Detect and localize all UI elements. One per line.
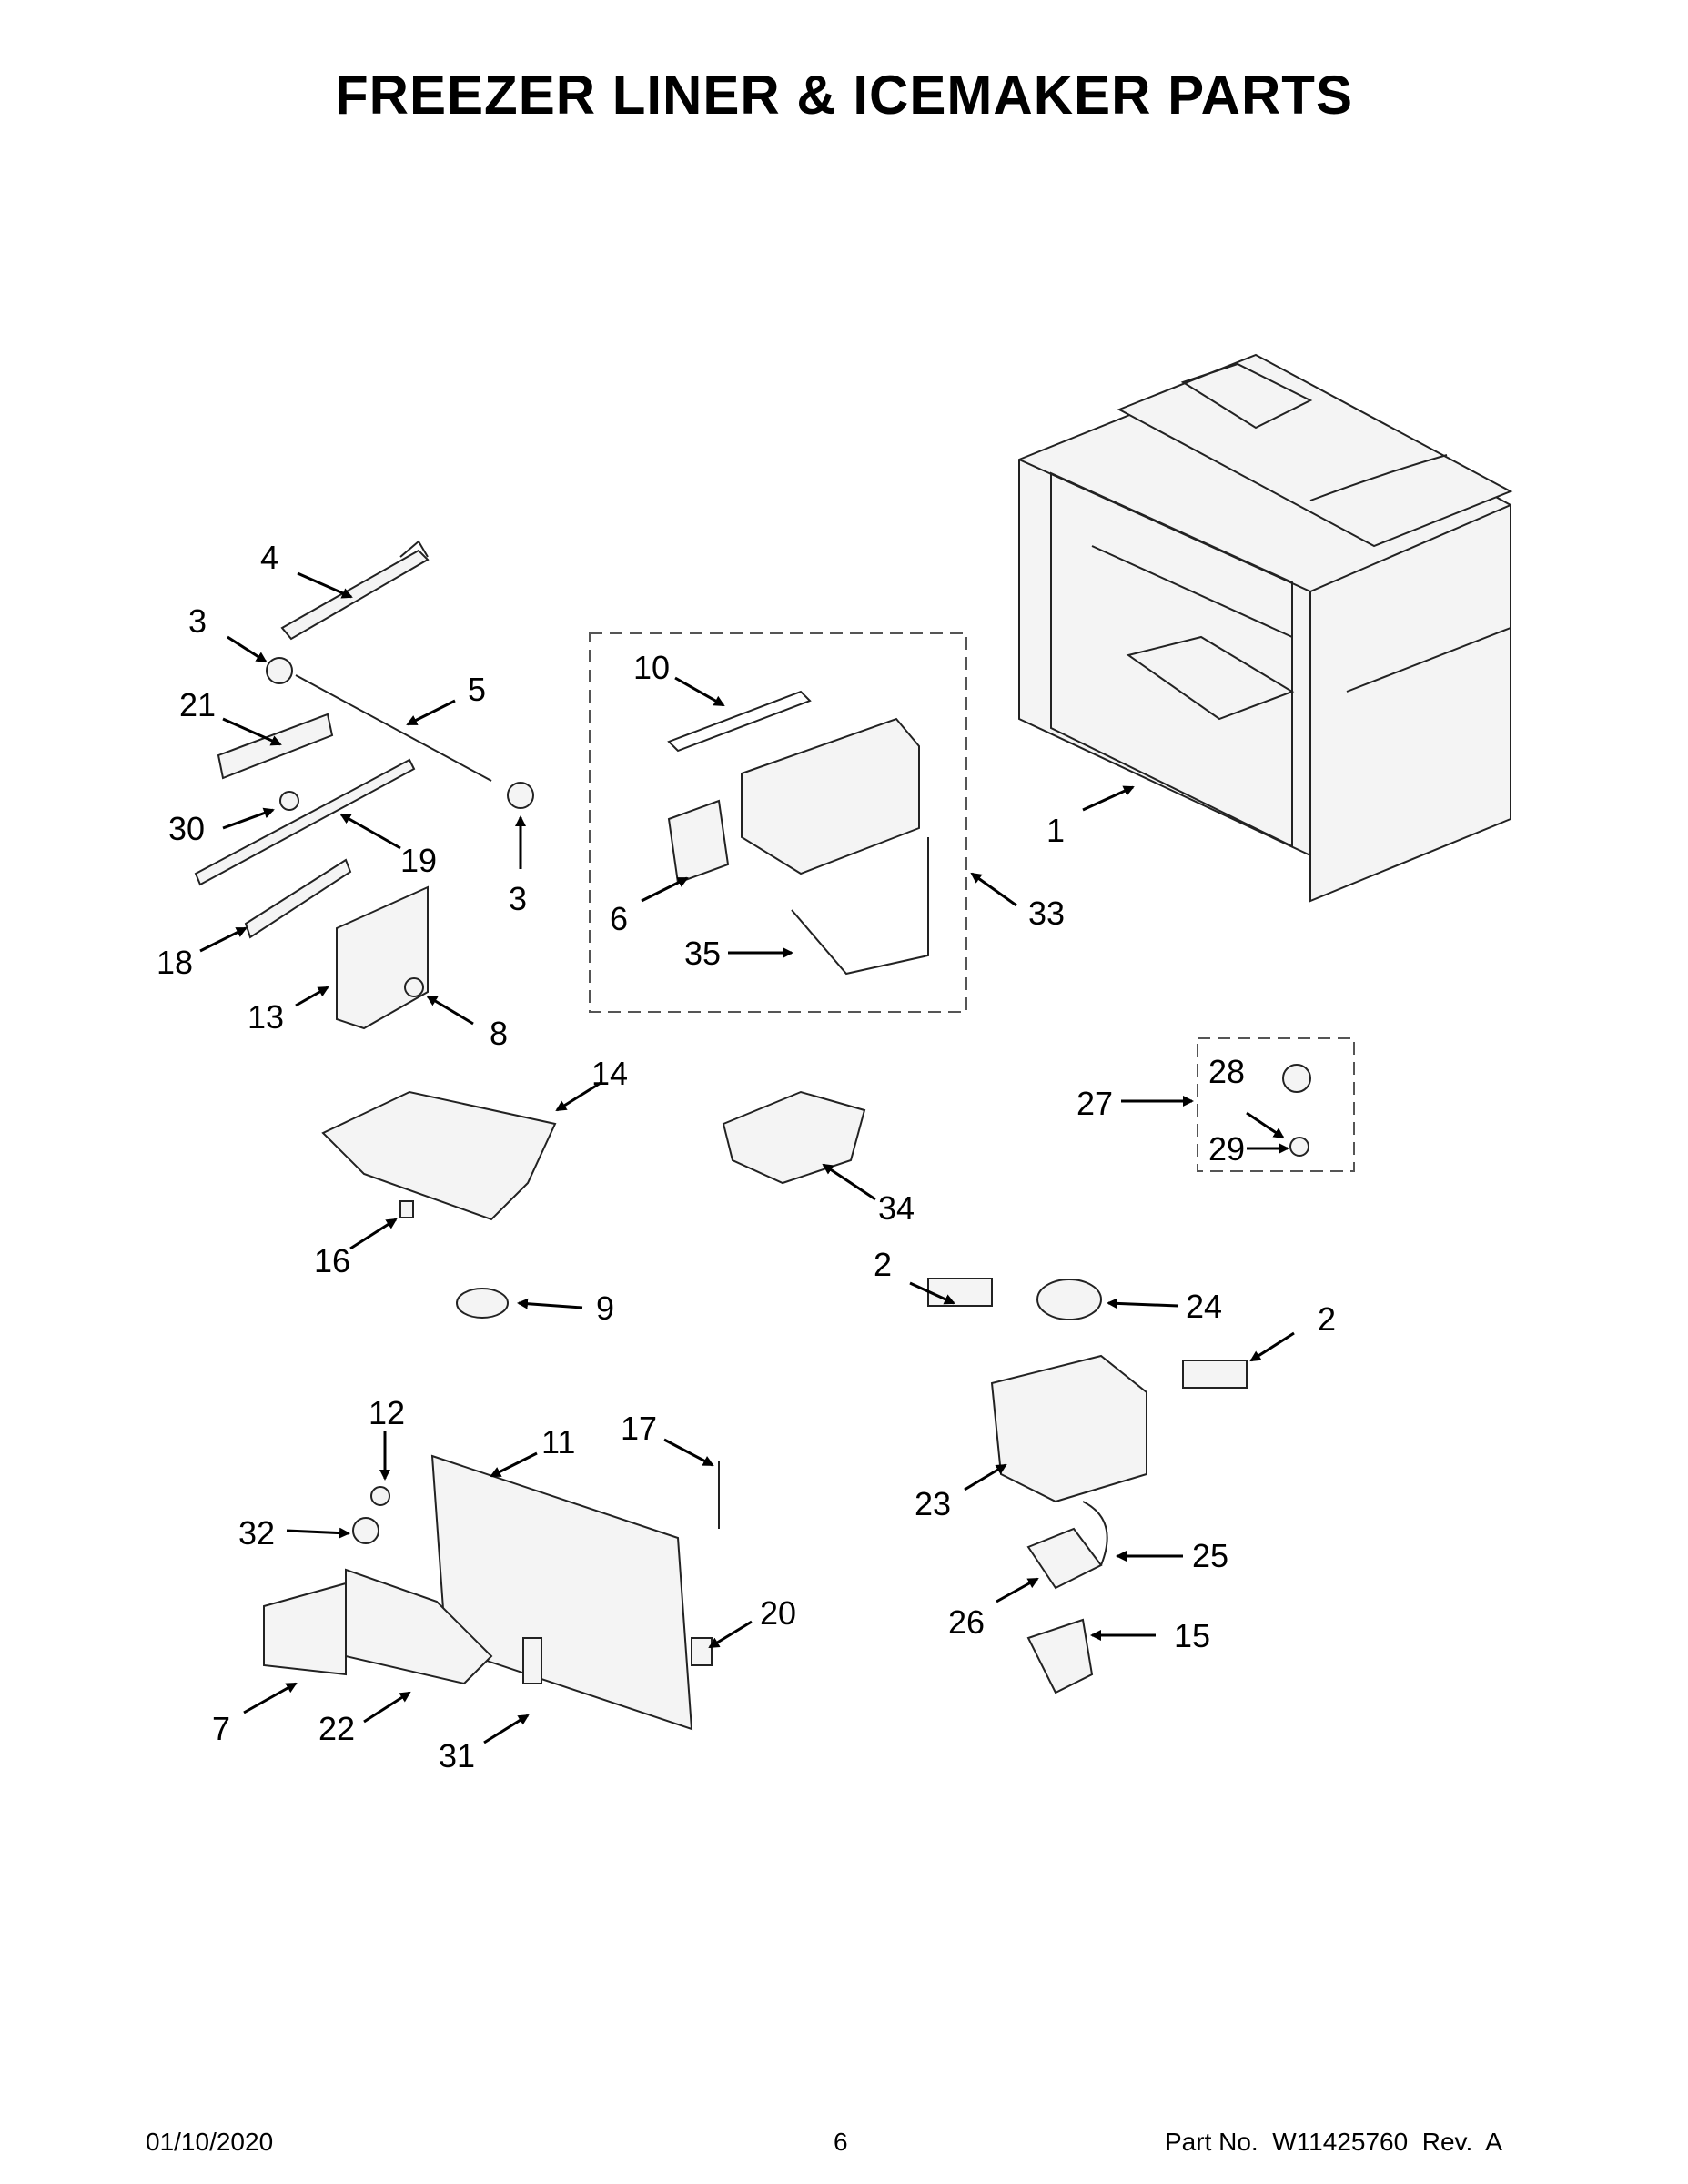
gear-part-lower xyxy=(507,782,534,809)
grille-part-22 xyxy=(345,1568,493,1685)
slide-part-19 xyxy=(194,758,416,886)
part-32 xyxy=(352,1517,379,1544)
part-28 xyxy=(1282,1064,1311,1093)
footer-part-number: Part No. W11425760 Rev. A xyxy=(1165,2128,1502,2156)
callout-11: 11 xyxy=(541,1423,575,1461)
callout-8: 8 xyxy=(490,1015,508,1052)
bracket-part-13 xyxy=(336,885,429,1030)
callout-27: 27 xyxy=(1076,1085,1113,1122)
part-29 xyxy=(1289,1137,1309,1157)
motor-part-26 xyxy=(1026,1527,1103,1590)
callout-10: 10 xyxy=(633,649,670,686)
callout-3-lower: 3 xyxy=(509,880,527,917)
callout-2-left: 2 xyxy=(874,1246,892,1283)
callout-19: 19 xyxy=(400,842,437,879)
callout-16: 16 xyxy=(314,1242,350,1279)
callout-14: 14 xyxy=(591,1055,628,1092)
icemaker-parts xyxy=(667,690,929,976)
shroud-part-23 xyxy=(990,1354,1147,1503)
gear-part-upper xyxy=(266,657,293,684)
callout-12: 12 xyxy=(369,1394,405,1431)
callout-21: 21 xyxy=(179,686,216,723)
callout-15: 15 xyxy=(1174,1617,1210,1654)
callout-22: 22 xyxy=(318,1710,355,1747)
shaft-part xyxy=(295,674,492,782)
ice-bucket-part-14 xyxy=(321,1090,557,1221)
leader-arrows xyxy=(199,571,1295,1744)
callout-2-right: 2 xyxy=(1318,1300,1336,1338)
fan-blade-part-24 xyxy=(1036,1279,1102,1320)
pad-part-2-left xyxy=(927,1278,993,1307)
callout-4: 4 xyxy=(260,539,278,576)
callout-1: 1 xyxy=(1046,812,1065,849)
footer-date: 01/10/2020 xyxy=(146,2128,274,2156)
part-9 xyxy=(456,1288,509,1319)
panel-part-11 xyxy=(430,1454,693,1731)
screw-part-12 xyxy=(370,1486,390,1506)
part-7 xyxy=(263,1582,347,1676)
page-title: FREEZER LINER & ICEMAKER PARTS xyxy=(335,65,1353,126)
callout-24: 24 xyxy=(1186,1288,1222,1325)
part-20 xyxy=(691,1637,713,1666)
callout-18: 18 xyxy=(157,944,193,981)
callout-34: 34 xyxy=(878,1189,915,1227)
callout-28: 28 xyxy=(1208,1053,1245,1090)
tray-part-34 xyxy=(722,1090,866,1185)
callout-7: 7 xyxy=(212,1710,230,1747)
freezer-liner-part xyxy=(1018,353,1513,903)
callout-13: 13 xyxy=(248,998,284,1036)
footer-page-number: 6 xyxy=(834,2128,848,2156)
bracket-part-15 xyxy=(1026,1618,1094,1694)
callout-29: 29 xyxy=(1208,1130,1245,1168)
callout-33: 33 xyxy=(1028,895,1065,932)
part-16 xyxy=(399,1200,414,1218)
wire-part-25 xyxy=(1082,1501,1108,1566)
part-31 xyxy=(522,1637,542,1684)
callout-30: 30 xyxy=(168,810,205,847)
callout-32: 32 xyxy=(238,1514,275,1552)
icemaker-assembly-group xyxy=(589,632,967,1013)
bracket-part-18 xyxy=(244,858,352,939)
screw-part-8 xyxy=(404,977,424,997)
callout-31: 31 xyxy=(439,1737,475,1774)
rail-part xyxy=(280,540,430,641)
callout-5: 5 xyxy=(468,671,486,708)
callout-labels: 1 2 2 3 3 4 5 6 7 8 9 10 11 12 13 14 15 … xyxy=(157,539,1336,1774)
callout-23: 23 xyxy=(915,1485,951,1522)
bracket-part-21 xyxy=(217,713,334,780)
pad-part-2-right xyxy=(1182,1360,1248,1389)
callout-20: 20 xyxy=(760,1594,796,1632)
callout-3-upper: 3 xyxy=(188,602,207,640)
callout-17: 17 xyxy=(621,1410,657,1447)
callout-25: 25 xyxy=(1192,1537,1228,1574)
callout-26: 26 xyxy=(948,1603,985,1641)
callout-6: 6 xyxy=(610,900,628,937)
callout-9: 9 xyxy=(596,1289,614,1327)
screw-part-30 xyxy=(279,791,299,811)
part-27-group xyxy=(1197,1037,1355,1172)
callout-35: 35 xyxy=(684,935,721,972)
